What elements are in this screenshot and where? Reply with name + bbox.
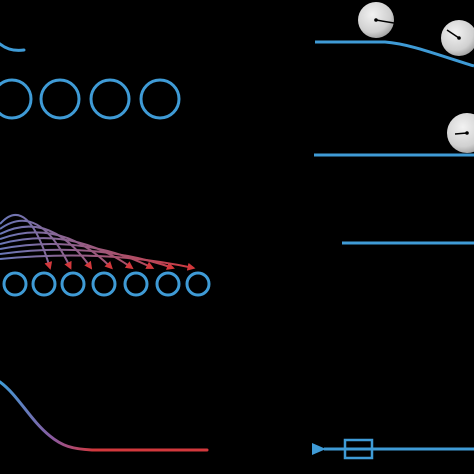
ring xyxy=(60,271,86,297)
ring xyxy=(123,271,149,297)
tilted-line xyxy=(315,40,474,68)
ring xyxy=(39,78,81,120)
mid-left-panel xyxy=(0,213,211,297)
flat-curve xyxy=(0,42,26,52)
ring xyxy=(155,271,181,297)
arc-arrow xyxy=(0,231,113,270)
arc-arrow xyxy=(0,237,134,270)
ring xyxy=(89,78,131,120)
ring xyxy=(2,271,28,297)
arc-arrow xyxy=(0,213,53,270)
ring xyxy=(31,271,57,297)
top-right-panel xyxy=(315,2,474,68)
ring xyxy=(0,78,33,120)
arc-arrow xyxy=(0,242,155,269)
sphere xyxy=(358,2,401,38)
sphere xyxy=(441,20,474,56)
arc-arrow xyxy=(0,254,196,271)
arc-arrow xyxy=(0,248,175,270)
upper-right-panel xyxy=(314,113,474,157)
bottom-left-panel xyxy=(0,380,209,452)
top-left-panel xyxy=(0,42,181,120)
coil xyxy=(343,438,374,460)
sphere xyxy=(447,113,474,153)
ring xyxy=(91,271,117,297)
decay-curve xyxy=(0,380,209,452)
small-ring-row xyxy=(2,271,211,297)
ring xyxy=(139,78,181,120)
ring xyxy=(185,271,211,297)
arrow-arcs xyxy=(0,213,196,271)
bottom-right-panel xyxy=(312,438,474,460)
